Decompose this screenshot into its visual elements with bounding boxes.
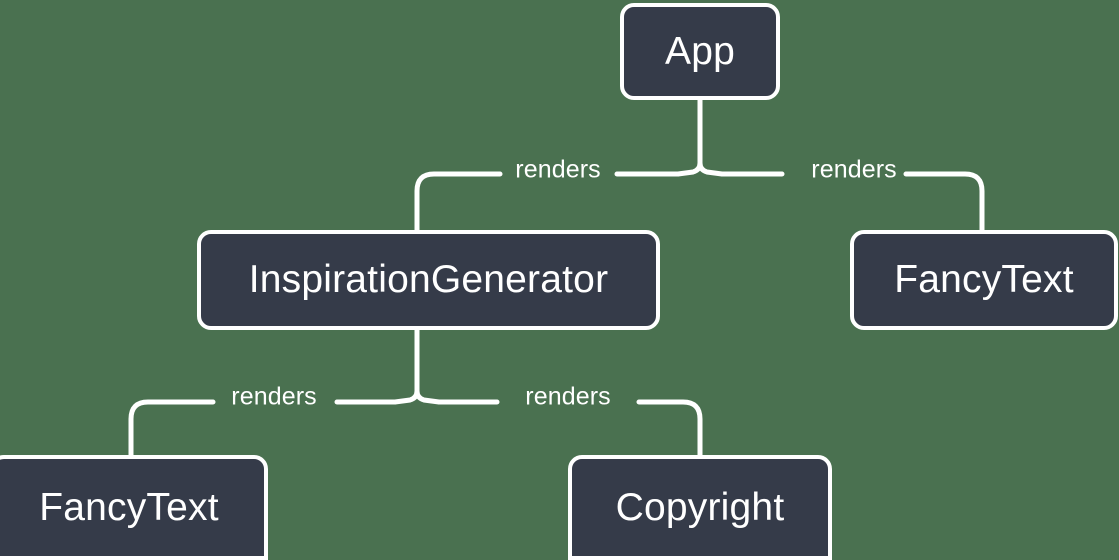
node-app[interactable]: App bbox=[620, 3, 780, 100]
edge-label-inspirationgenerator-to-fancytext: renders bbox=[231, 382, 317, 411]
node-fancytext-bottom[interactable]: FancyText bbox=[0, 455, 268, 560]
edge-inspirationgenerator-stem-right bbox=[414, 388, 442, 405]
edge-inspirationgenerator-stem bbox=[392, 327, 420, 405]
edge-app-stem-right bbox=[697, 160, 725, 177]
node-inspiration-generator[interactable]: InspirationGenerator bbox=[197, 230, 660, 330]
node-app-label: App bbox=[665, 29, 735, 73]
node-copyright-label: Copyright bbox=[615, 485, 785, 529]
edge-label-inspirationgenerator-to-copyright: renders bbox=[525, 382, 611, 411]
edge-inspirationgenerator-to-fancytext-b bbox=[128, 399, 216, 458]
edge-label-app-to-fancytext: renders bbox=[811, 155, 897, 184]
edge-inspirationgenerator-to-copyright-b bbox=[636, 399, 703, 458]
edge-label-app-to-inspirationgenerator: renders bbox=[515, 155, 601, 184]
node-fancytext-bottom-label: FancyText bbox=[39, 485, 219, 529]
edge-app-to-fancytext-right-b bbox=[903, 171, 985, 233]
node-inspiration-generator-label: InspirationGenerator bbox=[248, 258, 609, 301]
node-fancytext-right[interactable]: FancyText bbox=[850, 230, 1118, 330]
edge-app-to-inspirationgenerator-right bbox=[414, 171, 503, 233]
node-copyright[interactable]: Copyright bbox=[568, 455, 832, 560]
edge-app-stem bbox=[675, 97, 703, 177]
node-fancytext-right-label: FancyText bbox=[894, 258, 1074, 301]
